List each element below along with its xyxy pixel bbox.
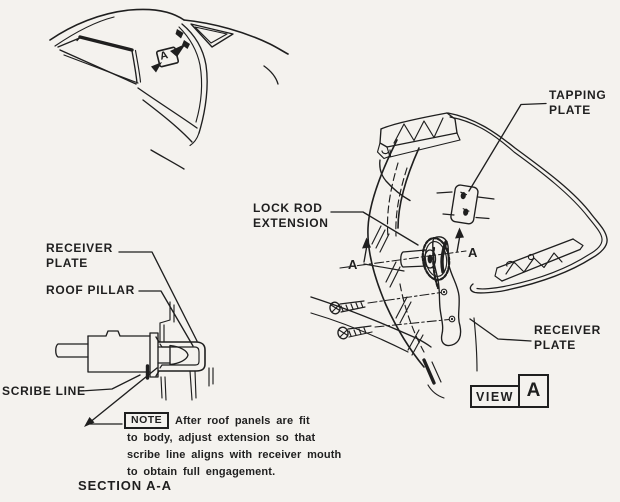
tapping-plate-label-line1: TAPPING — [549, 88, 607, 102]
leader-tapping-plate — [468, 102, 547, 192]
section-view — [55, 251, 214, 427]
lock-rod-label-line1: LOCK ROD — [253, 201, 323, 215]
leader-receiver-plate-right — [469, 318, 532, 342]
section-arrow-letter-right: A — [468, 245, 478, 260]
note-text-line4: to obtain full engagement. — [127, 466, 276, 478]
screw-graphic — [337, 318, 450, 340]
tapping-plate-label-line2: PLATE — [549, 103, 591, 117]
leader-lock-rod — [330, 211, 419, 246]
leader-roof-pillar — [138, 290, 194, 347]
roof-pillar-label: ROOF PILLAR — [46, 283, 136, 297]
leader-receiver-plate-left — [118, 251, 198, 342]
tapping-plate-graphic — [450, 184, 479, 225]
receiver-plate-right-line2: PLATE — [534, 338, 576, 352]
screw-graphic — [329, 291, 442, 315]
leader-note — [88, 367, 158, 425]
receiver-plate-left-line1: RECEIVER — [46, 241, 113, 255]
receiver-plate-right-line1: RECEIVER — [534, 323, 601, 337]
note-text-line3: scribe line aligns with receiver mouth — [127, 449, 342, 461]
section-caption: SECTION A-A — [78, 478, 172, 493]
note-tag: NOTE — [124, 412, 170, 429]
lock-rod-extension-label: LOCK ROD EXTENSION — [253, 201, 329, 231]
car-illustration — [49, 8, 289, 170]
lock-rod-label-line2: EXTENSION — [253, 216, 329, 230]
section-arrow-letter-left: A — [348, 257, 358, 272]
receiver-plate-left-line2: PLATE — [46, 256, 88, 270]
scribe-line-label: SCRIBE LINE — [2, 384, 86, 398]
note-text-line1: After roof panels are fit — [175, 415, 310, 427]
view-a-letter-box: A — [518, 374, 549, 408]
note-text-line2: to body, adjust extension so that — [127, 432, 316, 444]
detail-marker-A-graphic — [151, 43, 186, 73]
roof-panel-assembly — [310, 102, 608, 399]
view-a-label-box: VIEW — [470, 385, 520, 408]
receiver-plate-left-label: RECEIVER PLATE — [46, 241, 113, 271]
receiver-plate-right-label: RECEIVER PLATE — [534, 323, 601, 353]
leader-scribe-line — [80, 374, 141, 392]
tapping-plate-label: TAPPING PLATE — [549, 88, 606, 118]
